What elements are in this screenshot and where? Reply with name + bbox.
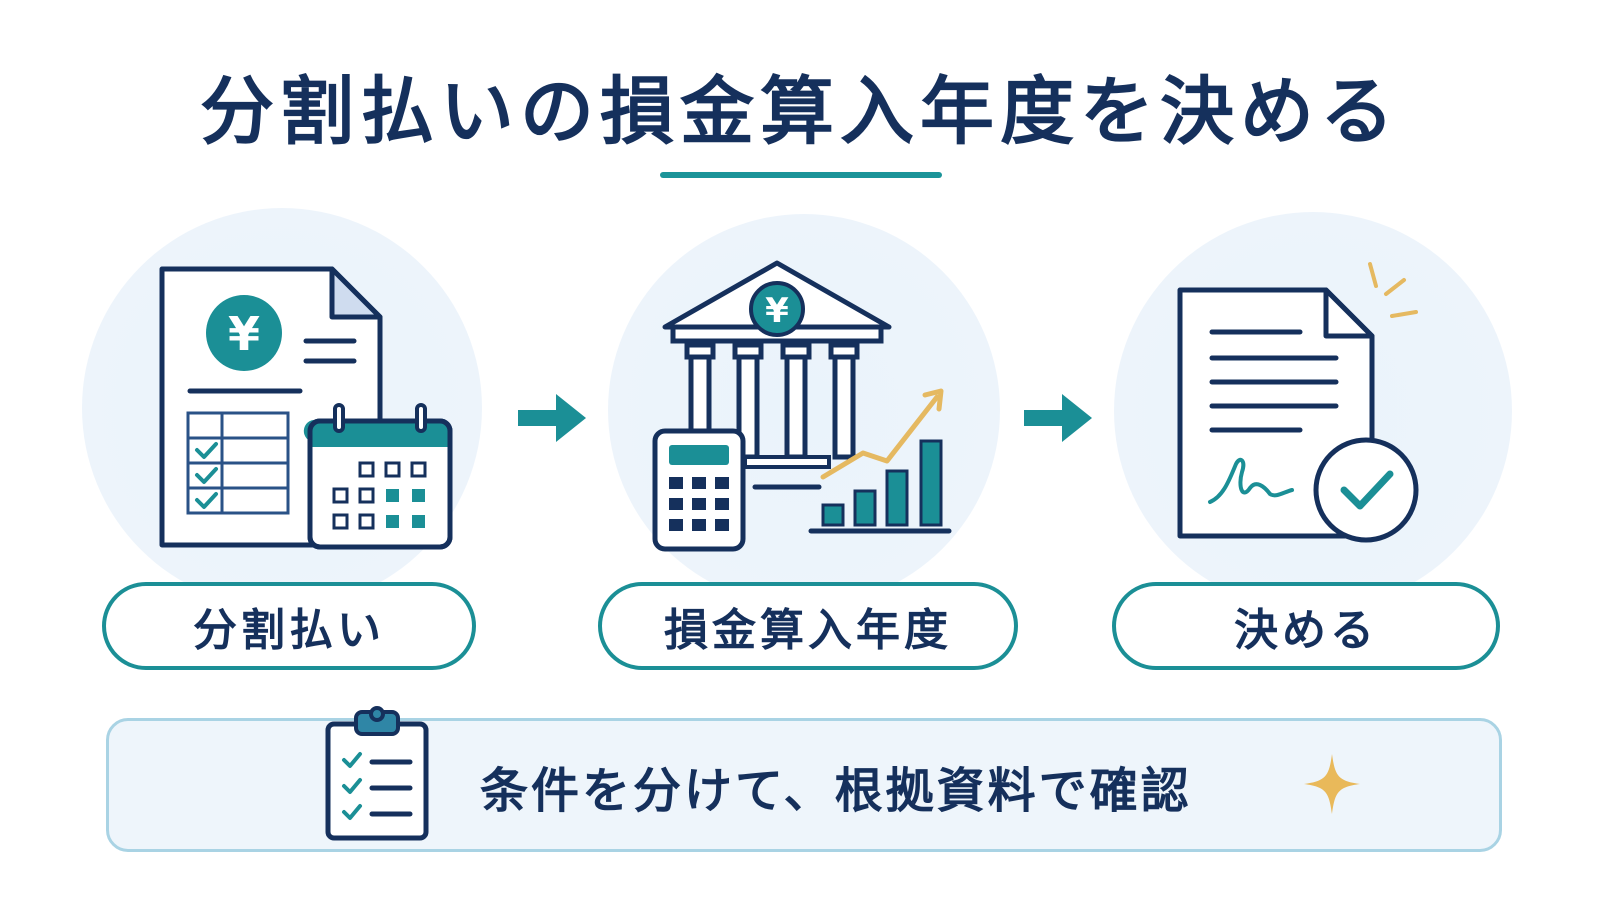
bank-calculator-growth-icon: ¥ bbox=[652, 260, 952, 552]
arrow-right-icon bbox=[518, 394, 586, 442]
checklist-clipboard-icon bbox=[325, 706, 429, 841]
signature-icon bbox=[1208, 457, 1294, 504]
svg-text:¥: ¥ bbox=[765, 291, 789, 331]
note-text: 条件を分けて、根拠資料で確認 bbox=[480, 763, 1192, 819]
calculator-icon bbox=[652, 428, 746, 552]
growth-chart-icon bbox=[752, 388, 952, 534]
calendar-icon bbox=[303, 403, 453, 550]
signed-document-check-icon bbox=[1177, 262, 1419, 543]
yen-coin-icon: ¥ bbox=[749, 281, 805, 337]
check-circle-icon bbox=[1313, 437, 1419, 543]
yen-coin-icon: ¥ bbox=[206, 295, 282, 371]
invoice-calendar-icon: ¥ bbox=[159, 266, 453, 550]
title-underline bbox=[660, 172, 942, 178]
svg-text:¥: ¥ bbox=[228, 307, 260, 361]
page-title: 分割払いの損金算入年度を決める bbox=[200, 69, 1400, 155]
sparkle-icon bbox=[1304, 754, 1360, 814]
step-2-label: 損金算入年度 bbox=[598, 582, 1018, 670]
step-1-label: 分割払い bbox=[102, 582, 476, 670]
arrow-right-icon bbox=[1024, 394, 1092, 442]
shine-icon bbox=[1368, 262, 1418, 318]
step-3-label: 決める bbox=[1112, 582, 1500, 670]
